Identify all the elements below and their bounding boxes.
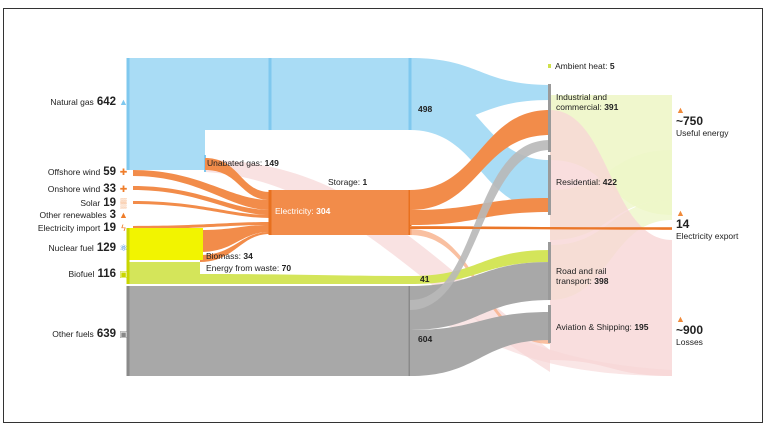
node-biofuel bbox=[128, 262, 200, 284]
flow-biomass-to-electricity bbox=[200, 232, 270, 262]
label-energy-from-waste: Energy from waste: 70 bbox=[206, 263, 292, 273]
flow-offshore-to-electricity bbox=[133, 170, 270, 210]
outcome-useful-energy: ▲ ~750 Useful energy bbox=[676, 105, 729, 139]
node-nuclear-fuel bbox=[128, 228, 203, 260]
flow-solar-to-electricity bbox=[133, 201, 270, 218]
source-natural-gas: Natural gas 642 ▲ bbox=[50, 96, 128, 108]
node-unabated-gas bbox=[128, 130, 205, 170]
flow-other-losses bbox=[410, 300, 672, 376]
flow-other-aviation bbox=[410, 312, 550, 376]
label-road-rail: Road and rail transport: 398 bbox=[556, 266, 609, 286]
flame-icon: ▲ bbox=[676, 314, 685, 324]
label-flow-41: 41 bbox=[420, 274, 430, 284]
flow-other-industrial bbox=[410, 140, 550, 310]
node-residential bbox=[548, 155, 551, 215]
label-biomass: Biomass: 34 bbox=[206, 251, 253, 261]
node-aviation bbox=[548, 305, 551, 343]
wind-turbine-icon: ✚ bbox=[119, 167, 128, 177]
wind-turbine-icon: ✚ bbox=[119, 184, 128, 194]
source-offshore-wind: Offshore wind 59 ✚ bbox=[47, 166, 128, 178]
source-nuclear-fuel: Nuclear fuel 129 ⚛ bbox=[48, 242, 128, 254]
flow-gas-residential bbox=[410, 80, 550, 210]
label-industrial-commercial: Industrial and commercial: 391 bbox=[556, 92, 619, 112]
source-biofuel: Biofuel 116 ▣ bbox=[68, 268, 128, 280]
flow-biofuel-41 bbox=[410, 250, 550, 284]
diagram-frame bbox=[3, 8, 763, 423]
label-aviation-shipping: Aviation & Shipping: 195 bbox=[556, 322, 649, 332]
fuel-can-icon: ▣ bbox=[119, 329, 128, 339]
source-electricity-import: Electricity import 19 ϟ bbox=[38, 222, 128, 234]
flow-gas-to-electricity bbox=[205, 158, 270, 200]
flow-electricity-industrial bbox=[410, 110, 550, 210]
node-industrial bbox=[548, 84, 551, 152]
solar-panel-icon: ▒ bbox=[120, 198, 127, 208]
label-residential: Residential: 422 bbox=[556, 177, 617, 187]
flow-biofuel-transport bbox=[200, 274, 410, 284]
flame-icon: ▲ bbox=[119, 210, 128, 220]
source-solar: Solar 19 ▒ bbox=[80, 197, 127, 209]
label-unabated-gas: Unabated gas: 149 bbox=[207, 158, 279, 168]
flow-onshore-to-electricity bbox=[133, 186, 270, 215]
flame-icon: ▲ bbox=[119, 97, 128, 107]
label-ambient-heat: Ambient heat: 5 bbox=[555, 61, 615, 71]
outcome-losses: ▲ ~900 Losses bbox=[676, 314, 704, 348]
fuel-can-icon: ▣ bbox=[119, 269, 128, 279]
flow-other-road bbox=[410, 262, 550, 330]
flow-import-to-electricity bbox=[133, 222, 270, 229]
label-electricity: Electricity: 304 bbox=[275, 206, 331, 216]
flow-nuclear-to-electricity bbox=[200, 225, 270, 252]
source-other-fuels: Other fuels 639 ▣ bbox=[52, 328, 128, 340]
flow-losses bbox=[550, 110, 672, 376]
source-onshore-wind: Onshore wind 33 ✚ bbox=[47, 183, 128, 195]
node-ambient-heat bbox=[548, 64, 551, 68]
node-other-fuels bbox=[128, 286, 410, 376]
lightning-icon: ϟ bbox=[121, 223, 126, 233]
node-electricity bbox=[270, 190, 410, 235]
flame-icon: ▲ bbox=[676, 208, 685, 218]
label-flow-498: 498 bbox=[418, 104, 433, 114]
label-flow-604: 604 bbox=[418, 334, 433, 344]
flame-icon: ▲ bbox=[676, 105, 685, 115]
label-storage: Storage: 1 bbox=[328, 177, 368, 187]
node-road-rail bbox=[548, 242, 551, 300]
atom-icon: ⚛ bbox=[119, 243, 128, 253]
source-other-renewables: Other renewables 3 ▲ bbox=[39, 209, 128, 221]
outcome-electricity-export: ▲ 14 Electricity export bbox=[676, 208, 739, 242]
